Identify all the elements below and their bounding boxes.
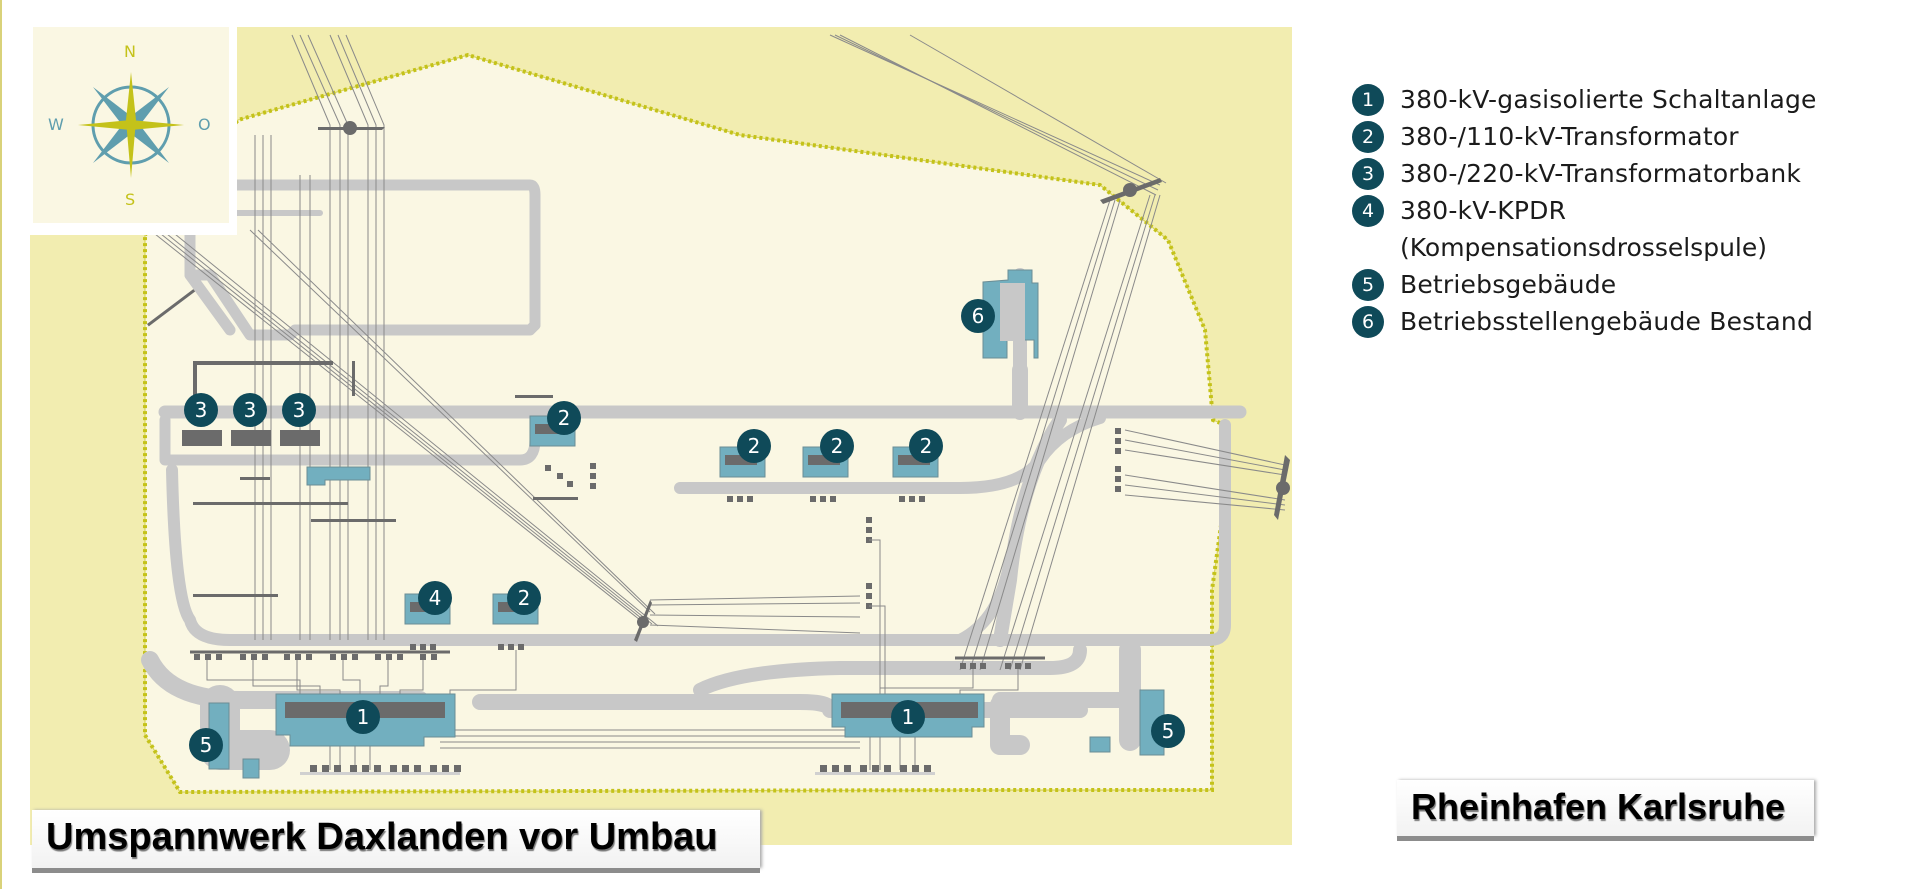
legend-number-badge: 6 bbox=[1352, 306, 1384, 338]
marker-transformer-south: 2 bbox=[507, 581, 541, 615]
location-title-box: Rheinhafen Karlsruhe bbox=[1397, 780, 1814, 836]
marker-number: 1 bbox=[357, 705, 370, 729]
legend-label: 380-kV-KPDR bbox=[1400, 196, 1567, 225]
legend-label: 380-/220-kV-Transformatorbank bbox=[1400, 159, 1802, 188]
marker-building-west: 5 bbox=[189, 728, 223, 762]
compass-east-label: O bbox=[198, 115, 211, 134]
legend: 1 380-kV-gasisolierte Schaltanlage 2 380… bbox=[1352, 84, 1817, 343]
marker-transformer-east-b: 2 bbox=[820, 429, 854, 463]
marker-building-existing: 6 bbox=[961, 299, 995, 333]
switchgear-bays bbox=[410, 428, 1121, 669]
marker-transformer-bank-a: 3 bbox=[184, 393, 218, 427]
compass-west-label: W bbox=[48, 115, 64, 134]
legend-number-badge: 5 bbox=[1352, 269, 1384, 301]
location-title: Rheinhafen Karlsruhe bbox=[1411, 786, 1786, 827]
legend-sublabel: (Kompensationsdrosselspule) bbox=[1400, 233, 1767, 262]
busbars bbox=[147, 289, 578, 597]
marker-number: 2 bbox=[831, 434, 844, 458]
legend-number-badge: 1 bbox=[1352, 84, 1384, 116]
legend-label: 380-kV-gasisolierte Schaltanlage bbox=[1400, 85, 1817, 114]
legend-item: 4 380-kV-KPDR bbox=[1352, 195, 1817, 232]
marker-transformer-east-c: 2 bbox=[909, 429, 943, 463]
legend-item: 5 Betriebsgebäude bbox=[1352, 269, 1817, 306]
marker-number: 3 bbox=[293, 398, 306, 422]
legend-number-badge: 2 bbox=[1352, 121, 1384, 153]
marker-kpdr: 4 bbox=[418, 581, 452, 615]
compass-rose-icon bbox=[78, 72, 184, 178]
marker-transformer-east-a: 2 bbox=[737, 429, 771, 463]
marker-number: 2 bbox=[748, 434, 761, 458]
markers: 3 3 3 2 2 2 2 4 2 1 1 5 5 6 bbox=[184, 299, 1185, 762]
marker-building-east: 5 bbox=[1151, 714, 1185, 748]
legend-label: 380-/110-kV-Transformator bbox=[1400, 122, 1739, 151]
marker-transformer-north: 2 bbox=[547, 401, 581, 435]
pylons bbox=[318, 121, 1290, 642]
marker-number: 1 bbox=[902, 705, 915, 729]
legend-number-badge: 4 bbox=[1352, 195, 1384, 227]
compass-panel bbox=[27, 20, 237, 235]
marker-transformer-bank-b: 3 bbox=[233, 393, 267, 427]
marker-number: 2 bbox=[558, 406, 571, 430]
marker-number: 4 bbox=[429, 586, 442, 610]
map-title-box: Umspannwerk Daxlanden vor Umbau bbox=[32, 810, 760, 868]
legend-item: 2 380-/110-kV-Transformator bbox=[1352, 121, 1817, 158]
marker-gis-west: 1 bbox=[346, 700, 380, 734]
marker-number: 6 bbox=[972, 304, 985, 328]
legend-item: 3 380-/220-kV-Transformatorbank bbox=[1352, 158, 1817, 195]
legend-item: 6 Betriebsstellengebäude Bestand bbox=[1352, 306, 1817, 343]
small-building bbox=[306, 466, 371, 486]
marker-transformer-bank-c: 3 bbox=[282, 393, 316, 427]
marker-number: 3 bbox=[244, 398, 257, 422]
transformer-bank bbox=[182, 430, 320, 446]
legend-number-badge: 3 bbox=[1352, 158, 1384, 190]
marker-number: 2 bbox=[518, 586, 531, 610]
marker-number: 3 bbox=[195, 398, 208, 422]
marker-gis-east: 1 bbox=[891, 700, 925, 734]
map-title: Umspannwerk Daxlanden vor Umbau bbox=[46, 816, 718, 858]
legend-item: 1 380-kV-gasisolierte Schaltanlage bbox=[1352, 84, 1817, 121]
compass-south-label: S bbox=[125, 190, 136, 209]
legend-label: Betriebsstellengebäude Bestand bbox=[1400, 307, 1814, 336]
marker-number: 2 bbox=[920, 434, 933, 458]
compass-north-label: N bbox=[124, 42, 136, 61]
legend-label: Betriebsgebäude bbox=[1400, 270, 1617, 299]
marker-number: 5 bbox=[1162, 719, 1175, 743]
page-left-border bbox=[0, 0, 2, 889]
marker-number: 5 bbox=[200, 733, 213, 757]
